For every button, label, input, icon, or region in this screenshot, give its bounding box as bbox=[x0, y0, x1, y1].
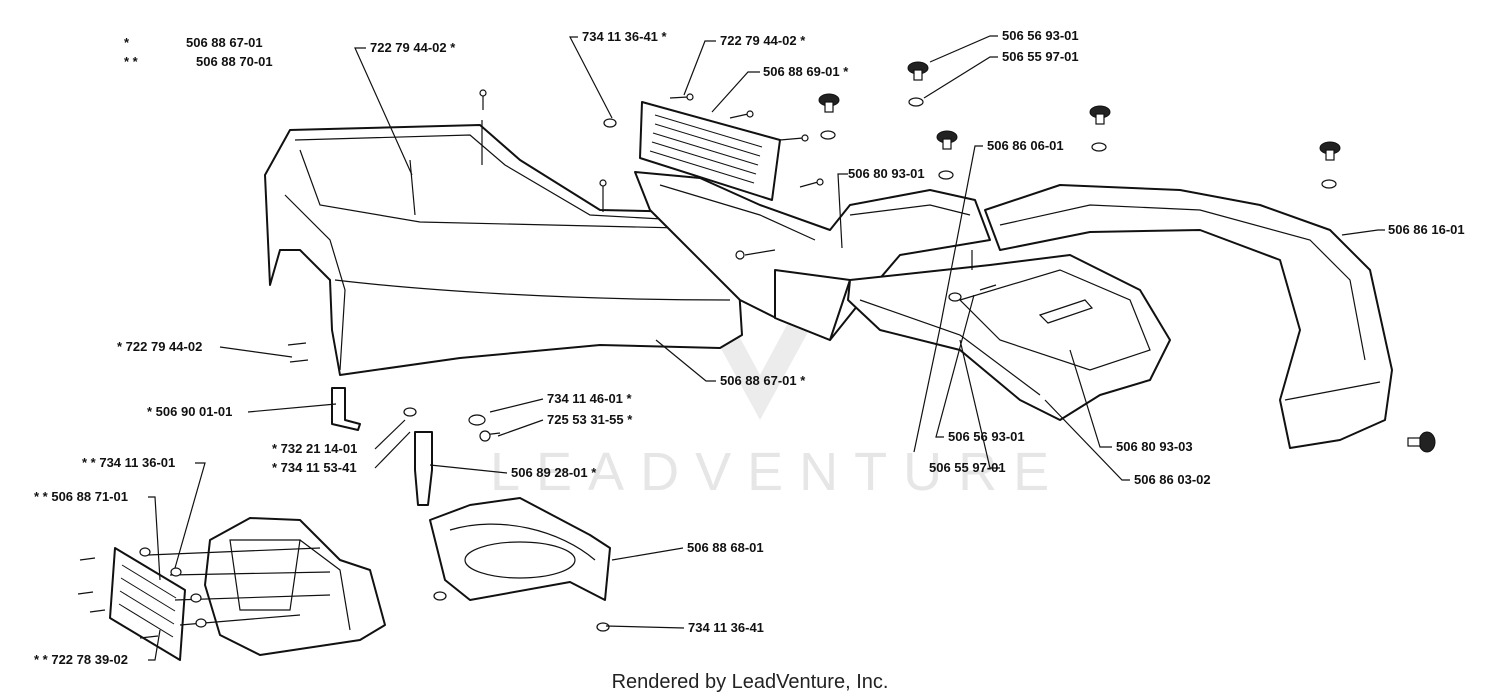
watermark-text: LEADVENTURE bbox=[490, 442, 1065, 502]
credit-text: Rendered by LeadVenture, Inc. bbox=[612, 671, 889, 693]
legend-mark-2: * * bbox=[124, 54, 139, 69]
label-734-11-36-41-top: 734 11 36-41 * bbox=[582, 29, 668, 44]
label-506-55-97-01-top: 506 55 97-01 bbox=[1002, 49, 1079, 64]
label-506-56-93-01-bottom: 506 56 93-01 bbox=[948, 429, 1025, 444]
bracket bbox=[331, 387, 361, 431]
legend: * 506 88 67-01 * * 506 88 70-01 bbox=[124, 35, 273, 69]
label-506-88-68-01: 506 88 68-01 bbox=[687, 540, 764, 555]
label-506-86-03-02: 506 86 03-02 bbox=[1134, 472, 1211, 487]
label-506-86-16-01: 506 86 16-01 bbox=[1388, 222, 1465, 237]
part-labels: 722 79 44-02 * 734 11 36-41 * 722 79 44-… bbox=[34, 28, 1465, 667]
washer bbox=[139, 97, 1337, 632]
label-725-53-31-55: 725 53 31-55 * bbox=[547, 412, 633, 427]
leader-lines bbox=[148, 35, 1385, 661]
label-506-86-06-01: 506 86 06-01 bbox=[987, 138, 1064, 153]
label-506-80-93-01: 506 80 93-01 bbox=[848, 166, 925, 181]
legend-code-2: 506 88 70-01 bbox=[196, 54, 273, 69]
hardware bbox=[77, 61, 1436, 639]
label-506-88-67-01: 506 88 67-01 * bbox=[720, 373, 806, 388]
label-722-78-39-02: * * 722 78 39-02 bbox=[34, 652, 128, 667]
label-734-11-46-01: 734 11 46-01 * bbox=[547, 391, 633, 406]
rear-hood bbox=[264, 120, 743, 376]
label-506-90-01-01: * 506 90 01-01 bbox=[147, 404, 232, 419]
legend-code-1: 506 88 67-01 bbox=[186, 35, 263, 50]
label-506-89-28-01: 506 89 28-01 * bbox=[511, 465, 597, 480]
legend-mark-1: * bbox=[124, 35, 130, 50]
label-506-88-71-01: * * 506 88 71-01 bbox=[34, 489, 128, 504]
label-722-79-44-02-side: * 722 79 44-02 bbox=[117, 339, 202, 354]
front-shroud bbox=[204, 517, 386, 656]
rod bbox=[414, 431, 433, 506]
label-506-56-93-01-top: 506 56 93-01 bbox=[1002, 28, 1079, 43]
label-722-79-44-02-top: 722 79 44-02 * bbox=[370, 40, 456, 55]
label-506-88-69-01: 506 88 69-01 * bbox=[763, 64, 849, 79]
right-fender bbox=[984, 184, 1393, 449]
grille-plate bbox=[639, 101, 781, 201]
center-panel bbox=[634, 171, 991, 341]
screw bbox=[77, 89, 997, 639]
label-506-55-97-01-bottom: 506 55 97-01 bbox=[929, 460, 1006, 475]
label-734-11-36-41-bottom: 734 11 36-41 bbox=[688, 620, 764, 635]
label-734-11-53-41: * 734 11 53-41 bbox=[272, 460, 357, 475]
knob bbox=[818, 61, 1436, 453]
label-722-79-44-02-grille: 722 79 44-02 * bbox=[720, 33, 806, 48]
label-732-21-14-01: * 732 21 14-01 bbox=[272, 441, 357, 456]
label-506-80-93-03: 506 80 93-03 bbox=[1116, 439, 1193, 454]
part-drawings bbox=[77, 61, 1436, 661]
floor-panel bbox=[847, 254, 1171, 421]
label-734-11-36-01: * * 734 11 36-01 bbox=[82, 455, 175, 470]
lower-chute bbox=[429, 497, 611, 601]
